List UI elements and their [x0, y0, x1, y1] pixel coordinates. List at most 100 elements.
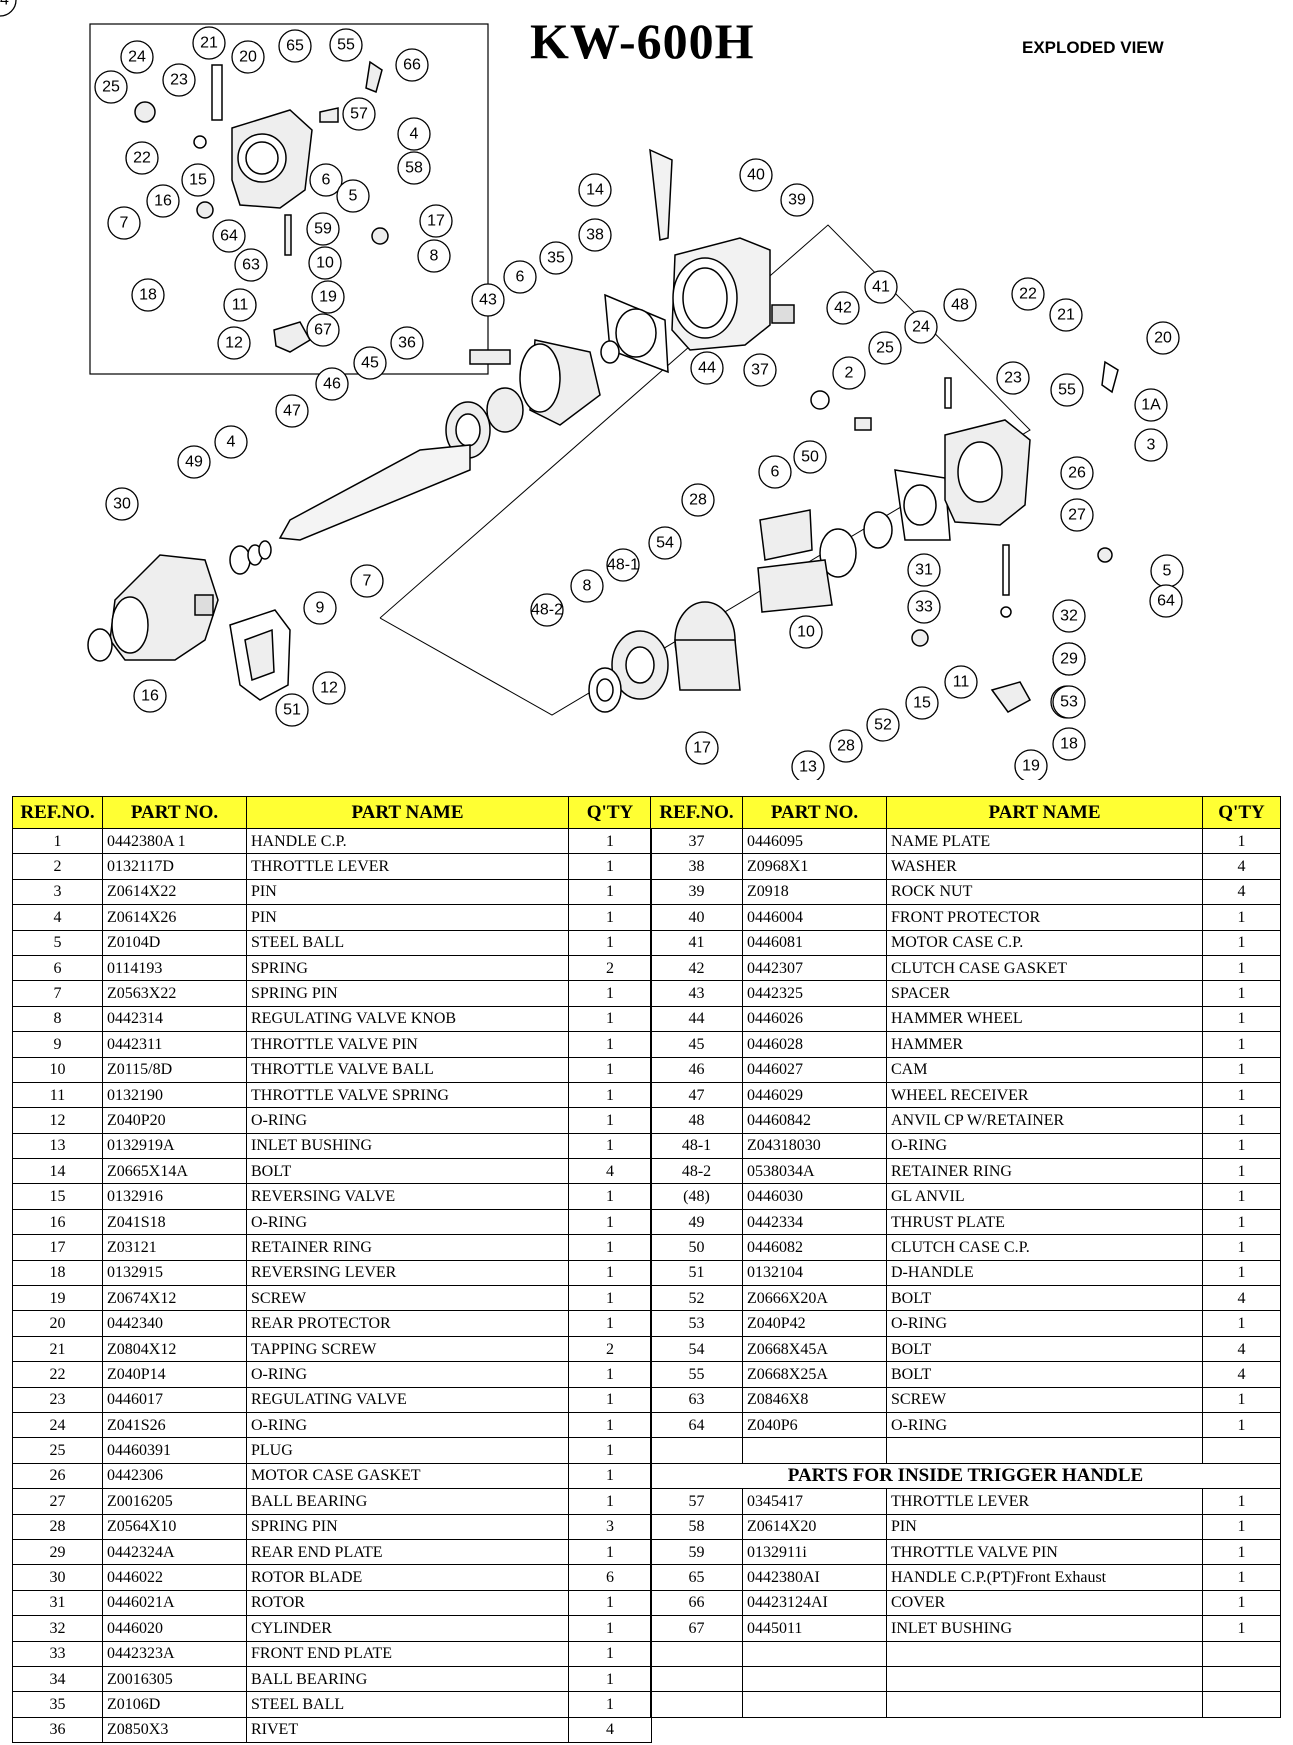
part-no-cell: 0132911i — [742, 1538, 887, 1566]
callout-label: 26 — [1068, 465, 1086, 482]
callout-circle — [829, 729, 863, 763]
qty-cell: 1 — [568, 1462, 652, 1490]
part-no-cell: 0446020 — [102, 1615, 247, 1642]
callout-circle — [125, 141, 159, 175]
callout-circle — [1014, 749, 1048, 780]
part-name-cell: SCREW — [246, 1285, 569, 1312]
ref-no-cell: 39 — [650, 878, 743, 906]
callout-label: 19 — [319, 289, 337, 306]
callout-label: 24 — [128, 49, 146, 66]
ref-no-cell: 42 — [650, 954, 743, 982]
part-no-cell: 0132104 — [742, 1259, 887, 1287]
qty-cell: 1 — [1202, 929, 1281, 956]
callout-label: 25 — [876, 340, 894, 357]
callout-circle — [826, 291, 860, 325]
callout-label: 55 — [1058, 382, 1076, 399]
part-name-cell: THROTTLE VALVE BALL — [246, 1056, 569, 1083]
callout-label: 32 — [1060, 608, 1078, 625]
ref-no-cell: 32 — [12, 1615, 103, 1642]
header-ref-no: REF.NO. — [12, 796, 103, 829]
part-no-cell: 0446021A — [102, 1589, 247, 1617]
part-no-cell: Z0564X10 — [102, 1513, 247, 1540]
part-no-cell: 0446028 — [742, 1031, 887, 1058]
callout-circle — [397, 117, 431, 151]
callout-label: 50 — [801, 449, 819, 466]
ref-no-cell: 38 — [650, 853, 743, 880]
qty-cell: 1 — [568, 1234, 652, 1261]
qty-cell: 1 — [568, 1411, 652, 1439]
qty-cell: 1 — [568, 1589, 652, 1617]
qty-cell: 1 — [1202, 1234, 1281, 1261]
qty-cell: 2 — [568, 954, 652, 982]
section-title: PARTS FOR INSIDE TRIGGER HANDLE — [650, 1462, 1281, 1490]
callout-circle — [397, 151, 431, 185]
part-no-cell: Z0666X20A — [742, 1285, 887, 1312]
callout-circle — [503, 260, 537, 294]
callout-circle — [690, 351, 724, 385]
part-name-cell: BOLT — [886, 1285, 1203, 1312]
part-no-cell — [742, 1437, 887, 1464]
part-no-cell: 0442334 — [742, 1208, 887, 1236]
ref-no-cell: 16 — [12, 1208, 103, 1236]
part-name-cell: BOLT — [246, 1158, 569, 1185]
ref-no-cell — [650, 1437, 743, 1464]
part-name-cell: WHEEL RECEIVER — [886, 1081, 1203, 1109]
part-no-cell: 0442307 — [742, 954, 887, 982]
ref-no-cell: 63 — [650, 1386, 743, 1413]
part-no-cell: Z0614X22 — [102, 878, 247, 906]
qty-cell: 2 — [568, 1335, 652, 1363]
callout-label: 15 — [913, 695, 931, 712]
callout-label: 43 — [479, 292, 497, 309]
callout-circle — [832, 356, 866, 390]
ref-no-cell: 24 — [12, 1411, 103, 1439]
part-name-cell: WASHER — [886, 853, 1203, 880]
part-no-cell: Z0563X22 — [102, 980, 247, 1007]
qty-cell: 1 — [1202, 1056, 1281, 1083]
part-no-cell: 0446027 — [742, 1056, 887, 1083]
callout-label: 17 — [427, 213, 445, 230]
callout-circle — [212, 219, 246, 253]
callout-label: 40 — [747, 167, 765, 184]
ref-no-cell: 15 — [12, 1183, 103, 1210]
qty-cell: 1 — [568, 1361, 652, 1388]
callout-label: 30 — [113, 496, 131, 513]
callout-label: 10 — [797, 624, 815, 641]
qty-cell: 6 — [568, 1564, 652, 1591]
part-name-cell: INLET BUSHING — [246, 1132, 569, 1160]
part-name-cell: ROTOR BLADE — [246, 1564, 569, 1591]
part-no-cell: 0442323A — [102, 1640, 247, 1667]
callout-circle — [1134, 388, 1168, 422]
part-name-cell: O-RING — [886, 1310, 1203, 1337]
ref-no-cell: 23 — [12, 1386, 103, 1413]
qty-cell: 1 — [1202, 1107, 1281, 1134]
callout-label: 9 — [316, 600, 325, 617]
callout-label: 35 — [547, 250, 565, 267]
callout-label: 6 — [322, 172, 331, 189]
callout-circle — [94, 70, 128, 104]
callout-circle — [791, 750, 825, 780]
callout-circle — [789, 615, 823, 649]
callout-label: 53 — [1060, 694, 1078, 711]
callout-circle — [231, 40, 265, 74]
callout-circle — [107, 206, 141, 240]
ref-no-cell: 14 — [12, 1158, 103, 1185]
callout-circle — [866, 708, 900, 742]
part-name-cell: SPRING — [246, 954, 569, 982]
